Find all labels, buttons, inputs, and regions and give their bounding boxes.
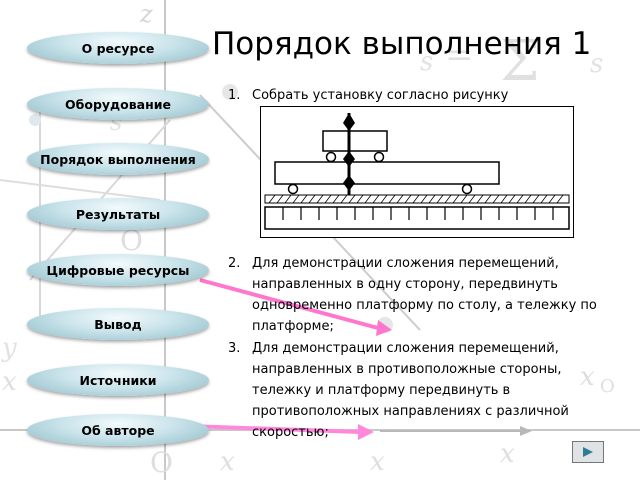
nav-button-sources[interactable]: Источники [27,364,209,396]
step-text: Для демонстрации сложения перемещений, н… [252,256,597,334]
next-slide-button[interactable] [572,441,604,463]
nav-button-equipment[interactable]: Оборудование [27,88,209,120]
svg-text:x: x [580,362,595,392]
nav-button-digital-resources[interactable]: Цифровые ресурсы [27,254,209,286]
svg-text:Σ: Σ [500,29,540,94]
svg-text:x: x [370,447,385,477]
svg-text:O: O [120,224,143,257]
svg-text:x: x [500,439,515,469]
page-title: Порядок выполнения 1 [212,26,592,62]
nav-button-about-author[interactable]: Об авторе [27,414,209,446]
svg-text:x: x [220,447,235,477]
svg-text:s: s [590,49,603,79]
step-text: Для демонстрации сложения перемещений, н… [252,341,569,440]
apparatus-diagram [260,106,574,238]
nav-button-about[interactable]: О ресурсе [27,32,209,64]
svg-text:z: z [139,0,153,28]
nav-button-results[interactable]: Результаты [27,198,209,230]
step-item-1: 1. Собрать установку согласно рисунку [228,85,618,106]
svg-text:=: = [445,35,474,75]
svg-text:y: y [1,333,17,363]
svg-text:O: O [600,376,615,397]
nav-button-procedure[interactable]: Порядок выполнения [27,143,209,175]
nav-button-conclusion[interactable]: Вывод [27,308,209,340]
svg-text:O: O [150,446,173,479]
play-right-icon [583,447,593,457]
svg-text:x: x [2,367,17,397]
step-item-3: 3. Для демонстрации сложения перемещений… [228,338,600,443]
step-item-2: 2. Для демонстрации сложения перемещений… [228,253,600,337]
step-text: Собрать установку согласно рисунку [252,88,509,103]
step-number: 2. [228,256,241,271]
step-number: 1. [228,88,241,103]
svg-text:s: s [420,47,433,77]
step-number: 3. [228,341,241,356]
